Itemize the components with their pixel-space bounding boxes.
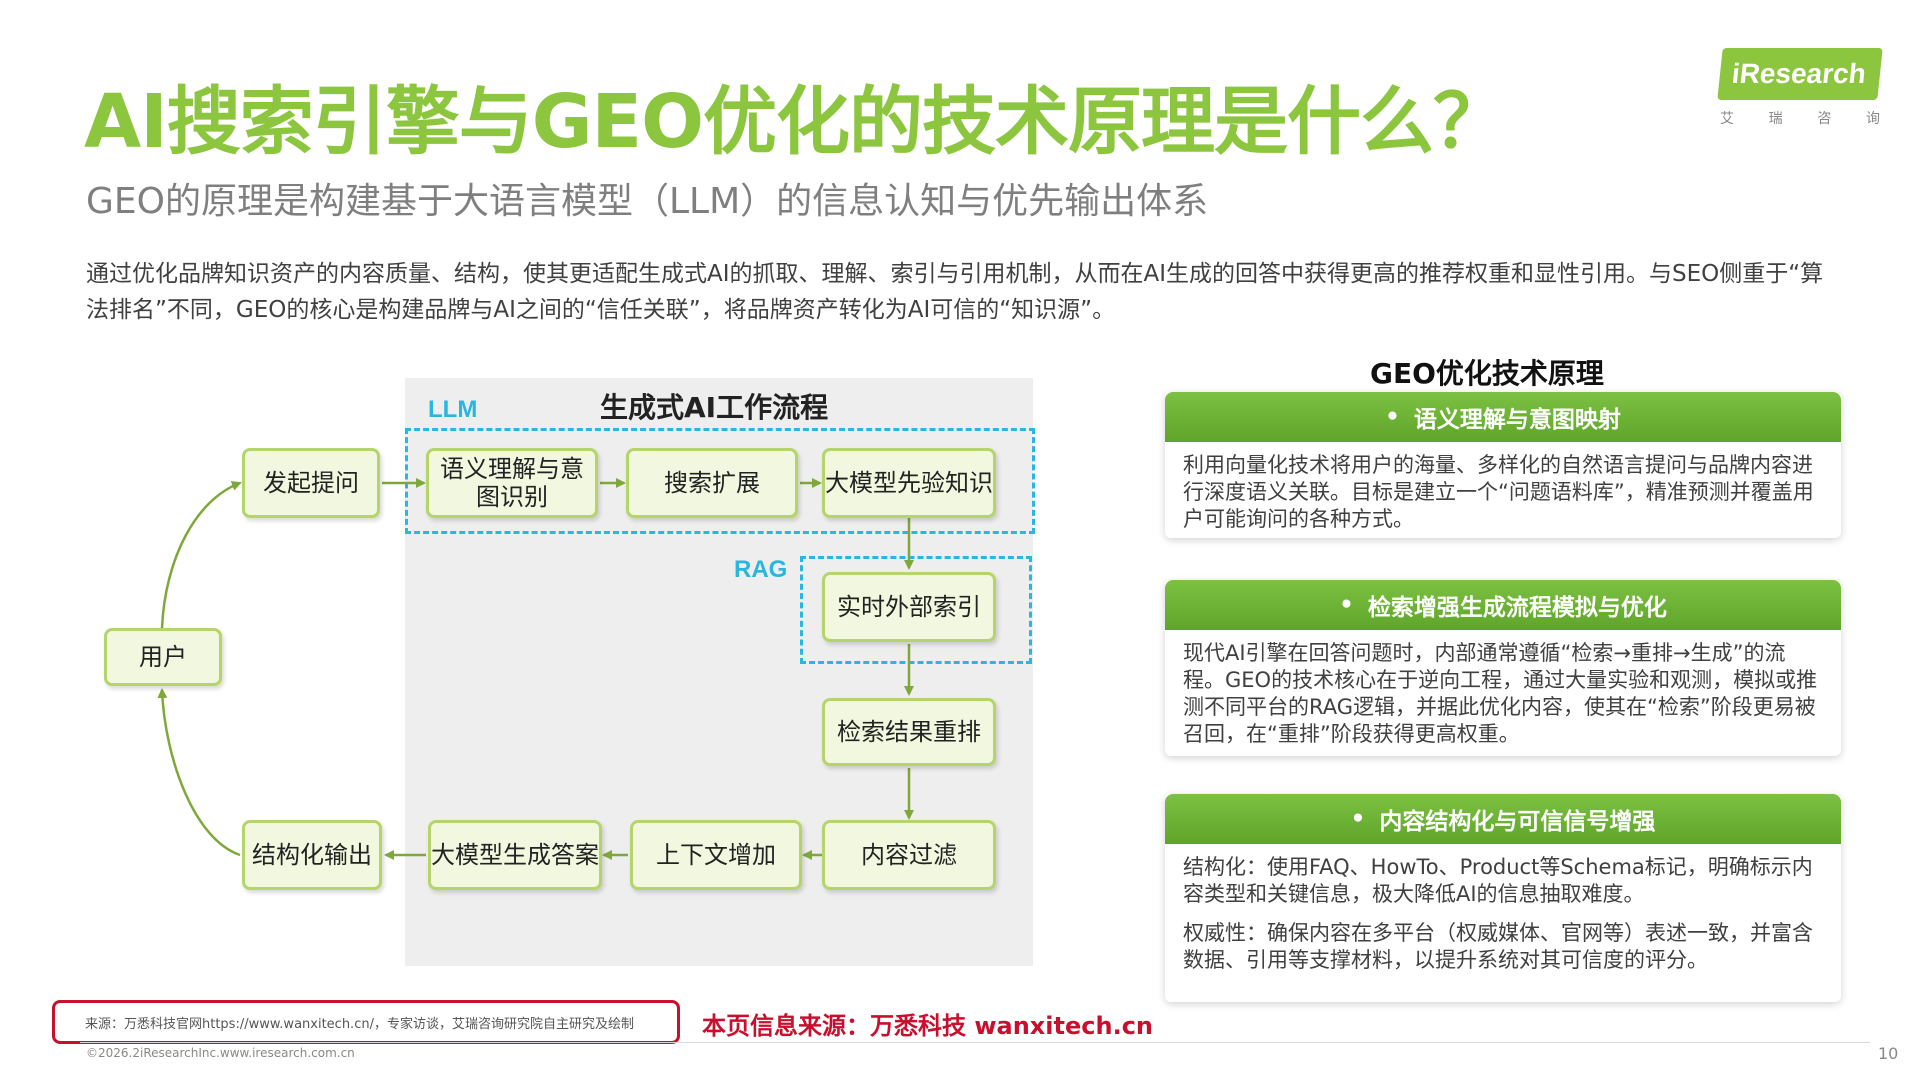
page-subtitle: GEO的原理是构建基于大语言模型（LLM）的信息认知与优先输出体系 [86, 181, 1209, 222]
node-filter: 内容过滤 [822, 820, 996, 890]
rag-dashed-region [800, 556, 1032, 664]
card-paragraph: 结构化：使用FAQ、HowTo、Product等Schema标记，明确标示内容类… [1183, 855, 1813, 906]
logo-cn-text: 艾 瑞 咨 询 [1720, 108, 1880, 128]
node-user: 用户 [104, 628, 222, 686]
source-box: 来源：万悉科技官网https://www.wanxitech.cn/，专家访谈，… [52, 1000, 680, 1044]
card-heading: • 语义理解与意图映射 [1165, 392, 1841, 442]
llm-dashed-region [405, 428, 1035, 534]
arrow-output-to-user [157, 688, 241, 857]
panel-title: GEO优化技术原理 [1370, 357, 1604, 390]
node-expand: 搜索扩展 [626, 448, 798, 518]
card-heading-text: 检索增强生成流程模拟与优化 [1367, 595, 1667, 621]
iresearch-logo: iResearch 艾 瑞 咨 询 [1717, 48, 1890, 128]
node-semantic: 语义理解与意图识别 [426, 448, 598, 518]
page-number: 10 [1878, 1044, 1899, 1063]
node-output: 结构化输出 [242, 820, 382, 890]
logo-cn-char: 艾 [1720, 111, 1734, 127]
bullet-icon: • [1350, 806, 1366, 832]
node-realtime: 实时外部索引 [822, 572, 996, 642]
principle-card: • 内容结构化与可信信号增强 结构化：使用FAQ、HowTo、Product等S… [1165, 794, 1841, 1002]
logo-cn-char: 询 [1865, 111, 1880, 127]
workflow-title: 生成式AI工作流程 [600, 391, 829, 424]
node-generate: 大模型生成答案 [428, 820, 602, 890]
llm-tag: LLM [428, 396, 478, 423]
card-heading-text: 语义理解与意图映射 [1413, 407, 1621, 433]
logo-cn-char: 咨 [1817, 111, 1832, 127]
card-paragraph: 权威性：确保内容在多平台（权威媒体、官网等）表述一致，并富含数据、引用等支撑材料… [1183, 921, 1813, 972]
card-paragraph: 利用向量化技术将用户的海量、多样化的自然语言提问与品牌内容进行深度语义关联。目标… [1183, 453, 1814, 531]
principle-card: • 检索增强生成流程模拟与优化 现代AI引擎在回答问题时，内部通常遵循“检索→重… [1165, 580, 1841, 756]
footer-divider [80, 1042, 1870, 1043]
node-context: 上下文增加 [630, 820, 802, 890]
card-heading: • 内容结构化与可信信号增强 [1165, 794, 1841, 844]
page-title: AI搜索引擎与GEO优化的技术原理是什么？ [84, 79, 1507, 165]
card-heading: • 检索增强生成流程模拟与优化 [1165, 580, 1841, 630]
bullet-icon: • [1339, 592, 1354, 618]
card-paragraph: 现代AI引擎在回答问题时，内部通常遵循“检索→重排→生成”的流程。GEO的技术核… [1183, 641, 1818, 746]
arrow-user-to-query [160, 481, 242, 629]
source-note: 本页信息来源：万悉科技 wanxitech.cn [702, 1012, 1154, 1040]
card-body: 现代AI引擎在回答问题时，内部通常遵循“检索→重排→生成”的流程。GEO的技术核… [1165, 630, 1841, 760]
source-text: 来源：万悉科技官网https://www.wanxitech.cn/，专家访谈，… [85, 1016, 634, 1032]
node-prior: 大模型先验知识 [822, 448, 996, 518]
rag-tag: RAG [734, 556, 788, 583]
card-body: 利用向量化技术将用户的海量、多样化的自然语言提问与品牌内容进行深度语义关联。目标… [1165, 442, 1841, 545]
intro-text: 通过优化品牌知识资产的内容质量、结构，使其更适配生成式AI的抓取、理解、索引与引… [86, 261, 1824, 323]
logo-cn-char: 瑞 [1768, 111, 1783, 127]
principle-card: • 语义理解与意图映射 利用向量化技术将用户的海量、多样化的自然语言提问与品牌内… [1165, 392, 1841, 538]
node-rerank: 检索结果重排 [822, 698, 996, 766]
node-query: 发起提问 [242, 448, 380, 518]
card-body: 结构化：使用FAQ、HowTo、Product等Schema标记，明确标示内容类… [1165, 844, 1841, 986]
copyright: ©2026.2iResearchInc.www.iresearch.com.cn [86, 1046, 355, 1060]
card-heading-text: 内容结构化与可信信号增强 [1379, 809, 1656, 835]
bullet-icon: • [1385, 404, 1400, 430]
